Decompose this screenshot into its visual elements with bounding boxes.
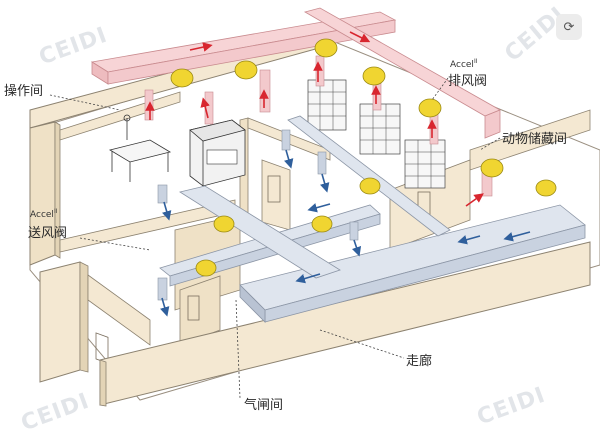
scan-translate-icon: ⟳ — [563, 19, 575, 35]
biosafety-cabinet — [189, 119, 246, 187]
exhaust-dampers — [170, 38, 504, 178]
supply-dampers — [195, 177, 557, 277]
scan-translate-button[interactable]: ⟳ — [556, 14, 582, 40]
cage-rack-3 — [404, 139, 446, 189]
label-exhaust-valve: 排风阀 — [448, 74, 488, 89]
exhaust-arrows — [145, 31, 484, 207]
supply-arrows — [160, 149, 531, 317]
brand-accel-supply: AccelII — [30, 208, 58, 220]
cage-rack-2 — [359, 103, 401, 155]
room-door-wall — [261, 159, 291, 231]
cage-rack-1 — [307, 79, 347, 131]
supply-duct-system — [157, 115, 586, 323]
airlock-wall-2 — [179, 275, 221, 346]
label-corridor: 走廊 — [406, 354, 433, 369]
airlock-wall — [87, 274, 151, 346]
brand-accel-exhaust: AccelII — [450, 58, 478, 70]
label-operating-room: 操作间 — [4, 84, 44, 99]
leader-lines — [49, 77, 501, 399]
exhaust-duct-system — [90, 7, 501, 197]
left-wall — [29, 121, 56, 266]
front-wall-left — [39, 261, 81, 383]
label-supply-valve: 送风阀 — [28, 226, 68, 241]
label-airlock: 气闸间 — [244, 398, 284, 413]
label-animal-storage: 动物储藏间 — [502, 132, 568, 147]
operating-table — [108, 114, 172, 182]
